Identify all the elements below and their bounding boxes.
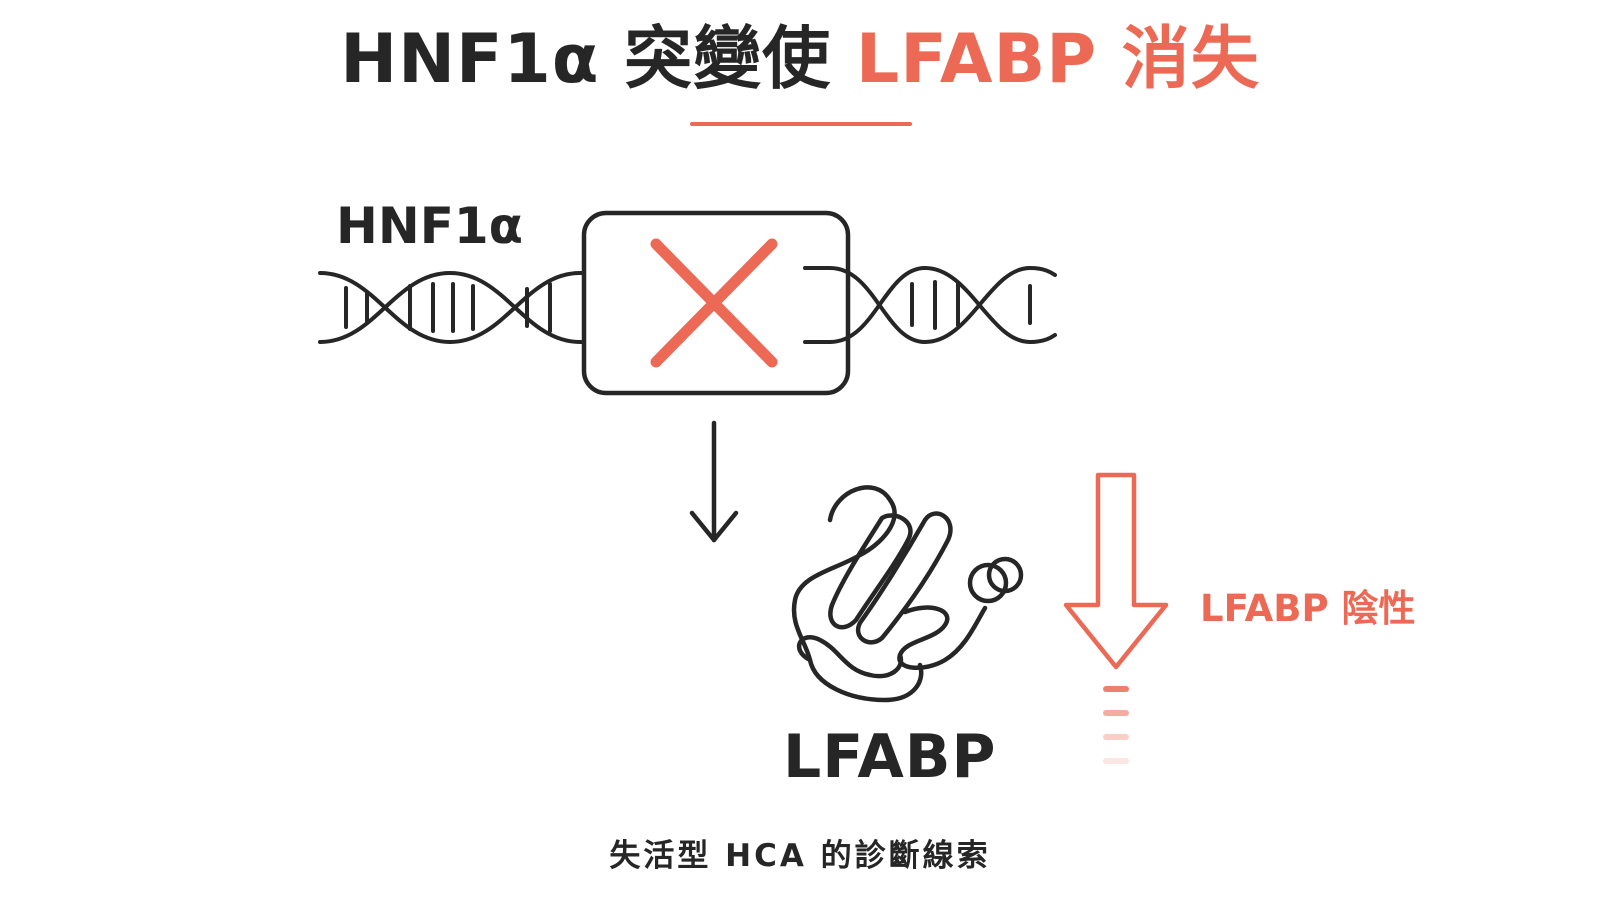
negative-result-label: LFABP 陰性 — [1200, 587, 1416, 630]
title-dark-part: HNF1α 突變使 — [340, 20, 832, 99]
caption: 失活型 HCA 的診斷線索 — [609, 838, 991, 874]
mutation-x-icon — [650, 238, 778, 368]
title-accent-part: LFABP 消失 — [855, 20, 1260, 99]
dna-helix-left-icon — [318, 270, 622, 345]
page-title: HNF1α 突變使 LFABP 消失 — [0, 20, 1600, 100]
fading-dashes — [1103, 686, 1129, 764]
protein-label: LFABP — [783, 722, 997, 792]
down-arrow-icon — [689, 420, 739, 543]
title-underline — [690, 122, 912, 126]
gene-label: HNF1α — [336, 197, 523, 255]
decrease-arrow-icon — [1063, 472, 1169, 670]
protein-structure-icon — [791, 485, 1024, 703]
dna-helix-right-icon — [803, 265, 1057, 345]
